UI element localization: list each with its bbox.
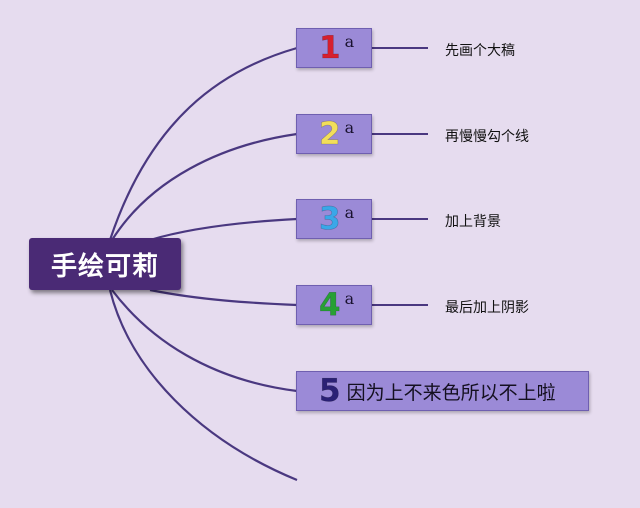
connector-branch-1 (108, 46, 298, 241)
branch-node-2[interactable]: 2 a (296, 114, 372, 154)
central-topic[interactable]: 手绘可莉 (29, 238, 181, 290)
branch-label-3[interactable]: 加上背景 (445, 214, 501, 230)
branch-number-5: 5 (319, 372, 341, 409)
branch-label-1[interactable]: 先画个大稿 (445, 43, 515, 59)
connector-branch-2 (111, 132, 298, 241)
connector-branch-empty (108, 289, 298, 482)
branch-node-3[interactable]: 3 a (296, 199, 372, 239)
central-topic-label: 手绘可莉 (50, 251, 159, 282)
connector-branch-3 (149, 217, 298, 242)
branch-letter-2: a (344, 117, 355, 137)
connector-branch-5 (111, 289, 298, 393)
branch-letter-1: a (344, 31, 355, 51)
branch-node-1[interactable]: 1 a (296, 28, 372, 68)
branch-label-5: 因为上不来色所以不上啦 (346, 381, 556, 404)
branch-label-2[interactable]: 再慢慢勾个线 (445, 129, 529, 145)
connector-branch-4 (149, 288, 298, 307)
branch-label-4[interactable]: 最后加上阴影 (445, 300, 529, 316)
branch-number-3: 3 (319, 200, 341, 237)
branch-number-2: 2 (319, 115, 341, 152)
branch-number-1: 1 (319, 29, 341, 66)
branch-number-4: 4 (319, 286, 341, 323)
branch-node-4[interactable]: 4 a (296, 285, 372, 325)
branch-node-5[interactable]: 5 因为上不来色所以不上啦 (296, 371, 589, 411)
branch-letter-3: a (344, 202, 355, 222)
branch-letter-4: a (344, 288, 355, 308)
